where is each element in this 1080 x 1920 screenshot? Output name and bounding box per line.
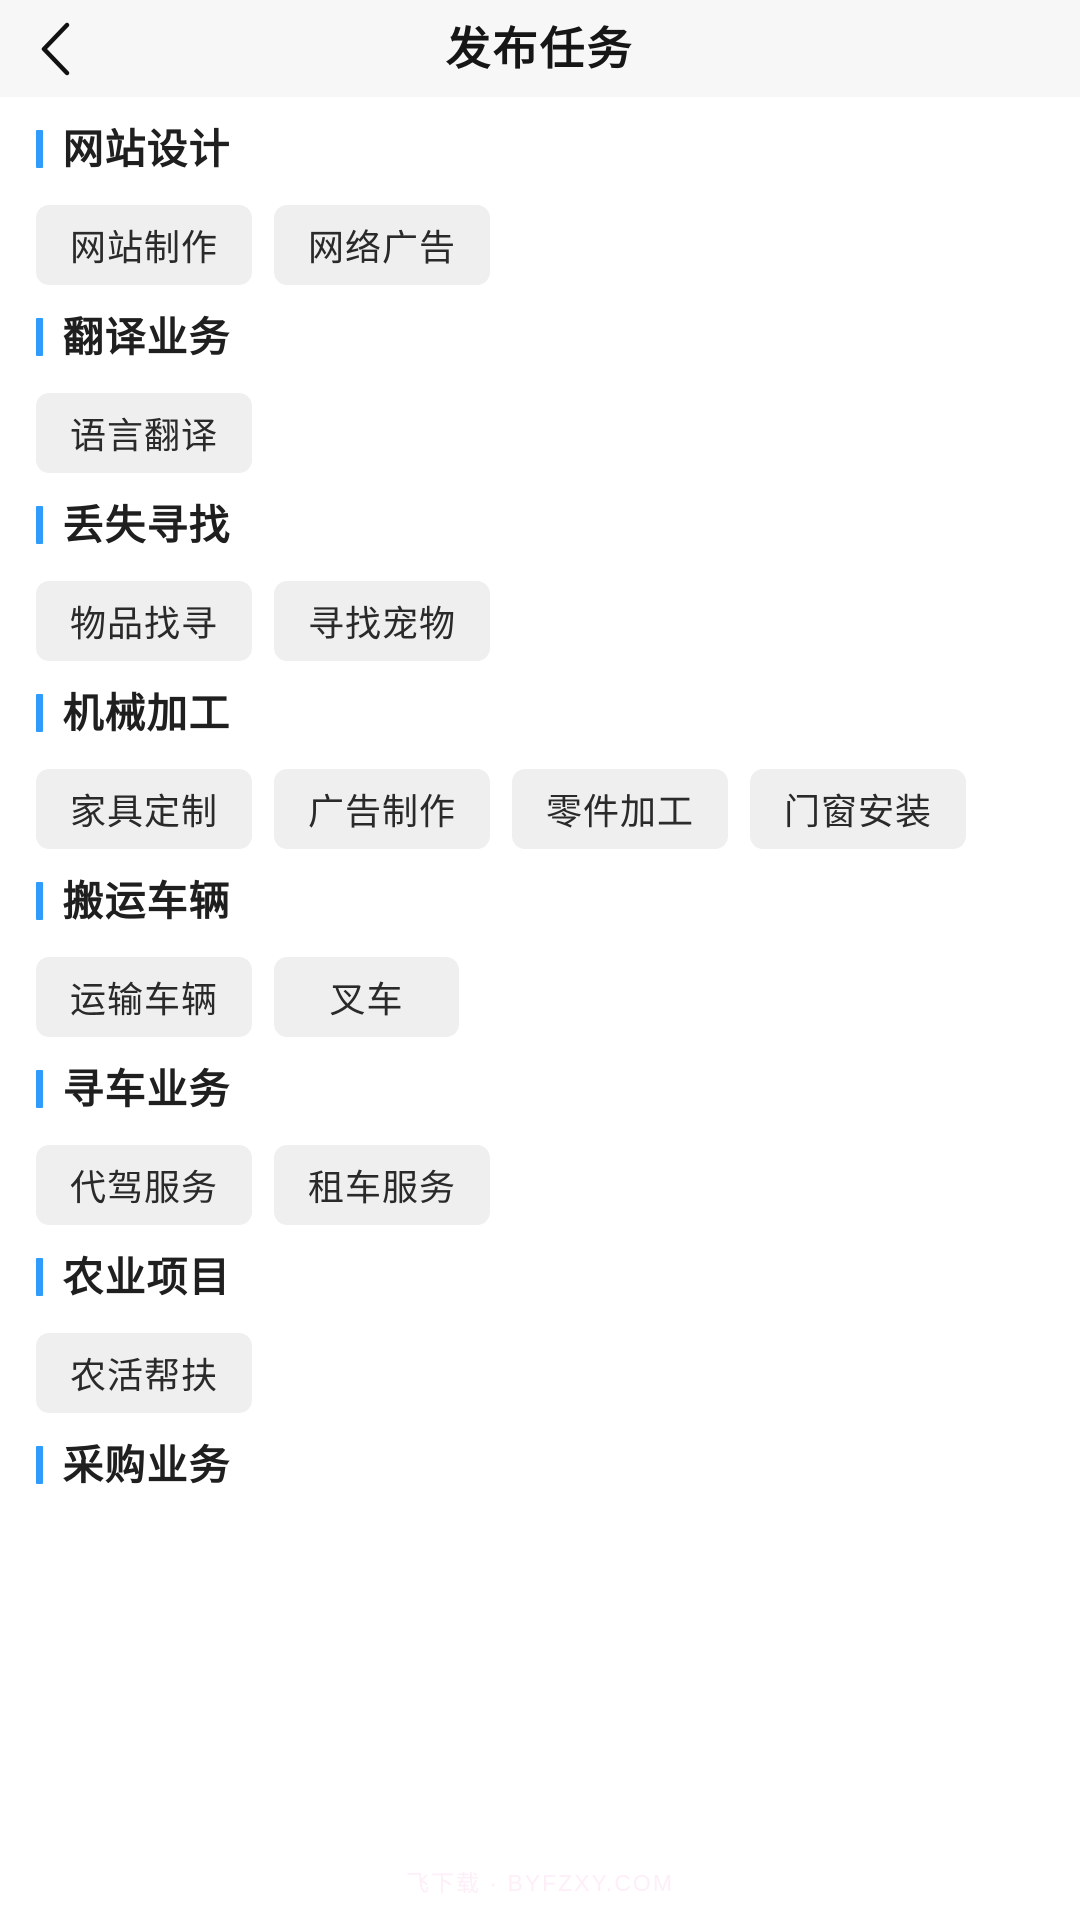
accent-bar-icon xyxy=(36,1446,43,1484)
chip-row: 运输车辆 叉车 xyxy=(36,957,1044,1037)
category-section: 采购业务 xyxy=(0,1433,1080,1497)
chip-row: 家具定制 广告制作 零件加工 门窗安装 xyxy=(36,769,1044,849)
category-chip[interactable]: 寻找宠物 xyxy=(274,581,491,661)
category-title: 农业项目 xyxy=(63,1253,231,1300)
accent-bar-icon xyxy=(36,882,43,920)
chip-row: 物品找寻 寻找宠物 xyxy=(36,581,1044,661)
category-header: 机械加工 xyxy=(36,681,1044,745)
category-chip[interactable]: 门窗安装 xyxy=(750,769,967,849)
accent-bar-icon xyxy=(36,1258,43,1296)
accent-bar-icon xyxy=(36,318,43,356)
category-chip[interactable]: 网站制作 xyxy=(36,205,253,285)
page-title: 发布任务 xyxy=(445,23,634,74)
category-section: 机械加工 家具定制 广告制作 零件加工 门窗安装 xyxy=(0,681,1080,849)
category-chip[interactable]: 叉车 xyxy=(274,957,460,1037)
category-section: 寻车业务 代驾服务 租车服务 xyxy=(0,1057,1080,1225)
accent-bar-icon xyxy=(36,506,43,544)
category-title: 机械加工 xyxy=(63,689,231,736)
category-header: 网站设计 xyxy=(36,117,1044,181)
category-header: 搬运车辆 xyxy=(36,869,1044,933)
category-chip[interactable]: 农活帮扶 xyxy=(36,1333,253,1413)
category-chip[interactable]: 广告制作 xyxy=(274,769,491,849)
chip-row: 代驾服务 租车服务 xyxy=(36,1145,1044,1225)
category-chip[interactable]: 语言翻译 xyxy=(36,393,253,473)
category-chip[interactable]: 家具定制 xyxy=(36,769,253,849)
watermark: 飞下载 · BYFZXY.COM xyxy=(406,1870,674,1896)
category-chip[interactable]: 物品找寻 xyxy=(36,581,253,661)
category-title: 网站设计 xyxy=(63,125,231,172)
category-header: 寻车业务 xyxy=(36,1057,1044,1121)
category-list: 网站设计 网站制作 网络广告 翻译业务 语言翻译 丢失寻找 物品找寻 寻找宠物 … xyxy=(0,117,1080,1497)
category-header: 采购业务 xyxy=(36,1433,1044,1497)
category-chip[interactable]: 租车服务 xyxy=(274,1145,491,1225)
category-section: 翻译业务 语言翻译 xyxy=(0,305,1080,473)
category-chip[interactable]: 网络广告 xyxy=(274,205,491,285)
category-title: 寻车业务 xyxy=(63,1065,231,1112)
back-button[interactable] xyxy=(0,0,110,97)
accent-bar-icon xyxy=(36,130,43,168)
category-header: 农业项目 xyxy=(36,1245,1044,1309)
category-title: 采购业务 xyxy=(63,1441,231,1488)
chip-row: 网站制作 网络广告 xyxy=(36,205,1044,285)
category-chip[interactable]: 代驾服务 xyxy=(36,1145,253,1225)
category-chip[interactable]: 零件加工 xyxy=(512,769,729,849)
category-title: 丢失寻找 xyxy=(63,501,231,548)
category-section: 网站设计 网站制作 网络广告 xyxy=(0,117,1080,285)
category-title: 搬运车辆 xyxy=(63,877,231,924)
accent-bar-icon xyxy=(36,1070,43,1108)
category-title: 翻译业务 xyxy=(63,313,231,360)
chip-row: 农活帮扶 xyxy=(36,1333,1044,1413)
category-header: 翻译业务 xyxy=(36,305,1044,369)
category-section: 农业项目 农活帮扶 xyxy=(0,1245,1080,1413)
chevron-left-icon xyxy=(38,21,72,77)
chip-row: 语言翻译 xyxy=(36,393,1044,473)
category-section: 丢失寻找 物品找寻 寻找宠物 xyxy=(0,493,1080,661)
category-header: 丢失寻找 xyxy=(36,493,1044,557)
accent-bar-icon xyxy=(36,694,43,732)
category-chip[interactable]: 运输车辆 xyxy=(36,957,253,1037)
app-header: 发布任务 xyxy=(0,0,1080,97)
category-section: 搬运车辆 运输车辆 叉车 xyxy=(0,869,1080,1037)
